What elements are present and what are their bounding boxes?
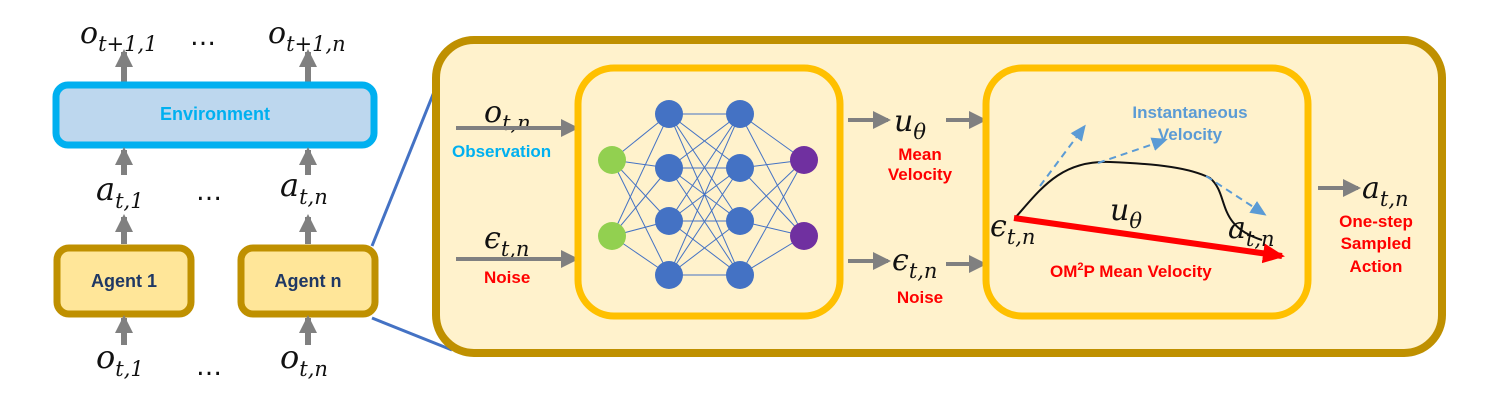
observation-n: ot,n	[280, 338, 328, 381]
network-edge	[611, 159, 670, 276]
hidden-node	[655, 100, 683, 128]
final-action-sub: t,n	[1380, 187, 1409, 211]
curve-u-theta: uθ	[1110, 193, 1142, 233]
agent-n-box	[237, 244, 379, 318]
input-observation: ot,n	[484, 95, 531, 135]
observation-1: ot,1	[96, 338, 144, 381]
environment-label: Environment	[160, 104, 270, 124]
noise-output-label: Noise	[897, 288, 943, 307]
top-ellipsis: …	[190, 22, 216, 52]
hidden-node	[726, 207, 754, 235]
hidden-node	[655, 154, 683, 182]
action-end-point-sub: t,n	[1246, 227, 1275, 251]
mean-velocity-label-1: Mean	[898, 145, 941, 164]
output-node	[790, 146, 818, 174]
hidden-node	[655, 207, 683, 235]
input-node	[598, 222, 626, 250]
trajectory-curve	[1014, 160, 1263, 241]
zoom-line-bottom	[371, 316, 453, 352]
mean-velocity-label-2: Velocity	[888, 165, 953, 184]
hidden-node	[726, 261, 754, 289]
mean-velocity-output-sub: θ	[913, 120, 926, 144]
next-observation-n: ot+1,n	[268, 16, 346, 56]
agent-n-label: Agent n	[275, 271, 342, 291]
final-label-3: Action	[1350, 257, 1403, 276]
noise-label: Noise	[484, 268, 530, 287]
om2p-mean-velocity-arrow	[1013, 215, 1285, 264]
instantaneous-velocity-label-2: Velocity	[1158, 125, 1223, 144]
network-edge	[739, 159, 805, 276]
input-node	[598, 146, 626, 174]
observation-1-sub: t,1	[115, 357, 143, 381]
input-observation-sub: t,n	[502, 111, 531, 135]
action-1: at,1	[96, 170, 144, 213]
network-edge	[739, 113, 805, 237]
mean-velocity-output: uθ	[894, 104, 926, 144]
middle-ellipsis: …	[196, 177, 222, 207]
zoom-line-top	[370, 81, 440, 247]
network-edge	[668, 113, 741, 169]
action-end-point: at,n	[1228, 211, 1275, 251]
network-edge	[739, 159, 805, 222]
instantaneous-velocity-arrow-1	[1039, 124, 1086, 187]
agent-1-box	[53, 244, 195, 318]
network-nodes	[598, 100, 818, 289]
final-label-1: One-step	[1339, 212, 1413, 231]
epsilon-start-point: ϵt,n	[990, 209, 1035, 249]
agent-1-label: Agent 1	[91, 271, 157, 291]
om2p-superscript: 2	[1077, 261, 1083, 273]
network-edge	[739, 167, 805, 237]
next-observation-1: ot+1,1	[80, 16, 158, 56]
final-action: at,n	[1362, 171, 1409, 211]
noise-output-sub: t,n	[909, 259, 938, 283]
action-n-sub: t,n	[299, 185, 328, 209]
hidden-node	[655, 261, 683, 289]
network-edge	[668, 220, 741, 276]
next-observation-1-sub: t+1,1	[98, 32, 157, 56]
om2p-label-rest: P Mean Velocity	[1084, 262, 1213, 281]
network-edge	[611, 167, 670, 237]
network-edge	[668, 167, 741, 276]
bottom-ellipsis: …	[196, 352, 222, 382]
instantaneous-velocity-label-1: Instantaneous	[1132, 103, 1247, 122]
observation-label: Observation	[452, 142, 551, 161]
velocity-box	[982, 64, 1312, 320]
network-edge	[668, 113, 741, 276]
environment-box	[52, 81, 378, 149]
hidden-node	[726, 154, 754, 182]
om2p-mean-velocity-label: OM2P Mean Velocity	[1050, 261, 1212, 281]
network-edge	[611, 113, 670, 237]
epsilon-start-point-sub: t,n	[1007, 225, 1036, 249]
output-node	[790, 222, 818, 250]
observation-n-sub: t,n	[299, 357, 328, 381]
neural-network-box	[574, 64, 844, 320]
next-observation-n-sub: t+1,n	[286, 32, 346, 56]
action-1-sub: t,1	[115, 189, 143, 213]
action-n: at,n	[280, 166, 328, 209]
curve-u-theta-sub: θ	[1129, 209, 1142, 233]
final-label-2: Sampled	[1341, 234, 1412, 253]
network-edge	[668, 113, 741, 222]
hidden-node	[726, 100, 754, 128]
noise-output: ϵt,n	[892, 243, 937, 283]
